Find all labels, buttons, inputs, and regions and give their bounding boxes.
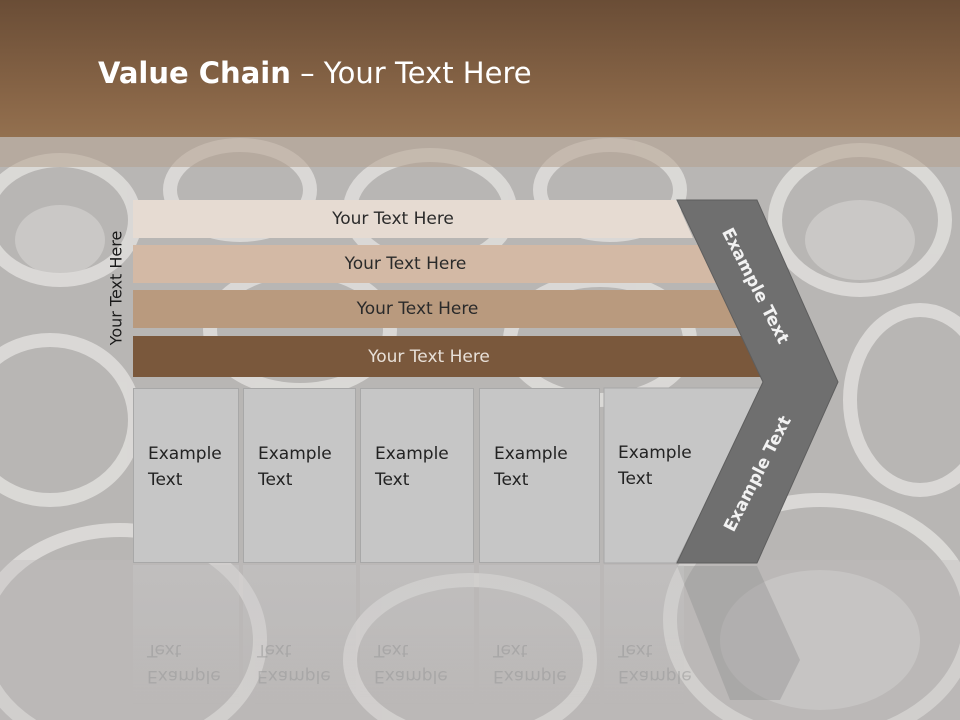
title-bold: Value Chain (98, 56, 291, 90)
chevron-reflection (677, 566, 800, 700)
box-3-reflection: Example Text (360, 565, 474, 705)
value-bar-2-label: Your Text Here (344, 254, 467, 274)
box-5-shape (603, 387, 764, 564)
box-4-reflection-line2: Text (493, 640, 528, 660)
box-5-reflection-line2: Text (618, 640, 653, 660)
example-box-2-line2: Text (258, 470, 293, 490)
page-title: Value Chain – Your Text Here (98, 56, 532, 90)
box-1-reflection-line1: Example (147, 666, 221, 686)
box-4-reflection-text: Example Text (493, 637, 567, 689)
box-1-reflection-text: Example Text (147, 637, 221, 689)
box-2-reflection-line1: Example (257, 666, 331, 686)
value-bar-1: Your Text Here (133, 200, 693, 238)
box-2-reflection-line2: Text (257, 640, 292, 660)
box-1-reflection-line2: Text (147, 640, 182, 660)
box-5-reflection: Example Text (604, 565, 692, 705)
header-band (0, 137, 960, 167)
value-bar-4-label: Your Text Here (368, 346, 490, 367)
title-rest: – Your Text Here (290, 56, 532, 90)
value-bar-3: Your Text Here (133, 290, 742, 328)
value-bar-3-label: Your Text Here (356, 299, 479, 319)
example-box-1-line2: Text (148, 470, 183, 490)
box-3-reflection-text: Example Text (374, 637, 448, 689)
example-box-5-line1: Example (618, 443, 692, 463)
box-4-reflection-line1: Example (493, 666, 567, 686)
value-bar-4: Your Text Here (133, 336, 765, 377)
chevron-shape (676, 199, 839, 564)
box-3-reflection-line1: Example (374, 666, 448, 686)
box-5-reflection-text: Example Text (618, 637, 692, 689)
value-bar-1-label: Your Text Here (332, 209, 454, 229)
value-bar-2: Your Text Here (133, 245, 718, 283)
box-1-reflection: Example Text (133, 565, 239, 705)
header-banner (0, 0, 960, 137)
example-box-2-line1: Example (258, 444, 332, 464)
box-5-reflection-line1: Example (618, 666, 692, 686)
example-box-4-line2: Text (494, 470, 529, 490)
box-2-reflection: Example Text (243, 565, 356, 705)
example-box-3-line1: Example (375, 444, 449, 464)
box-4-reflection: Example Text (479, 565, 600, 705)
example-box-1-line1: Example (148, 444, 222, 464)
example-box-5-line2: Text (618, 469, 653, 489)
example-box-3-line2: Text (375, 470, 410, 490)
box-2-reflection-text: Example Text (257, 637, 331, 689)
box-3-reflection-line2: Text (374, 640, 409, 660)
example-box-4-line1: Example (494, 444, 568, 464)
